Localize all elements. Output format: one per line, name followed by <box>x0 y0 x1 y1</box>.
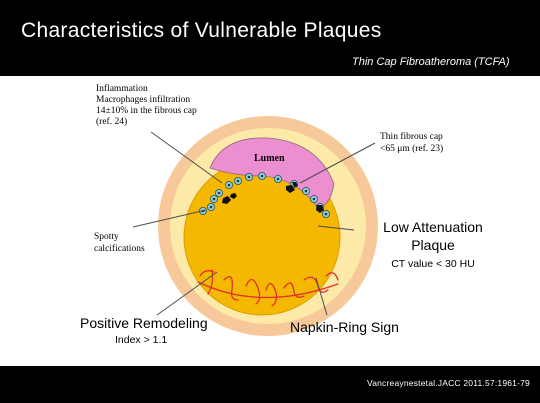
citation: Vancreaynestetal.JACC 2011.57:1961-79 <box>367 378 530 388</box>
lumen-label: Lumen <box>254 153 285 164</box>
positive-remodeling-label: Positive Remodeling <box>80 315 208 331</box>
low-attenuation-label: Low Attenuation Plaque <box>358 218 508 254</box>
inflammation-line-2: Macrophages infiltration <box>96 95 197 106</box>
ct-value-label: CT value < 30 HU <box>358 258 508 270</box>
spotty-line-1: Spotty <box>94 231 145 243</box>
spotty-calcifications-label: Spotty calcifications <box>94 231 145 255</box>
inflammation-line-4: (ref. 24) <box>96 117 197 128</box>
low-attenuation-line-1: Low Attenuation <box>358 218 508 236</box>
thin-cap-line-1: Thin fibrous cap <box>380 131 443 143</box>
napkin-ring-label: Napkin-Ring Sign <box>290 319 399 335</box>
inflammation-line-1: Inflammation <box>96 84 197 95</box>
inflammation-label: Inflammation Macrophages infiltration 14… <box>96 84 197 128</box>
spotty-line-2: calcifications <box>94 243 145 255</box>
thin-cap-line-2: <65 μm (ref. 23) <box>380 143 443 155</box>
remodeling-index-label: Index > 1.1 <box>115 334 167 346</box>
thin-cap-label: Thin fibrous cap <65 μm (ref. 23) <box>380 131 443 155</box>
footer-bar: Vancreaynestetal.JACC 2011.57:1961-79 <box>0 366 540 403</box>
low-attenuation-line-2: Plaque <box>358 236 508 254</box>
inflammation-line-3: 14±10% in the fibrous cap <box>96 106 197 117</box>
